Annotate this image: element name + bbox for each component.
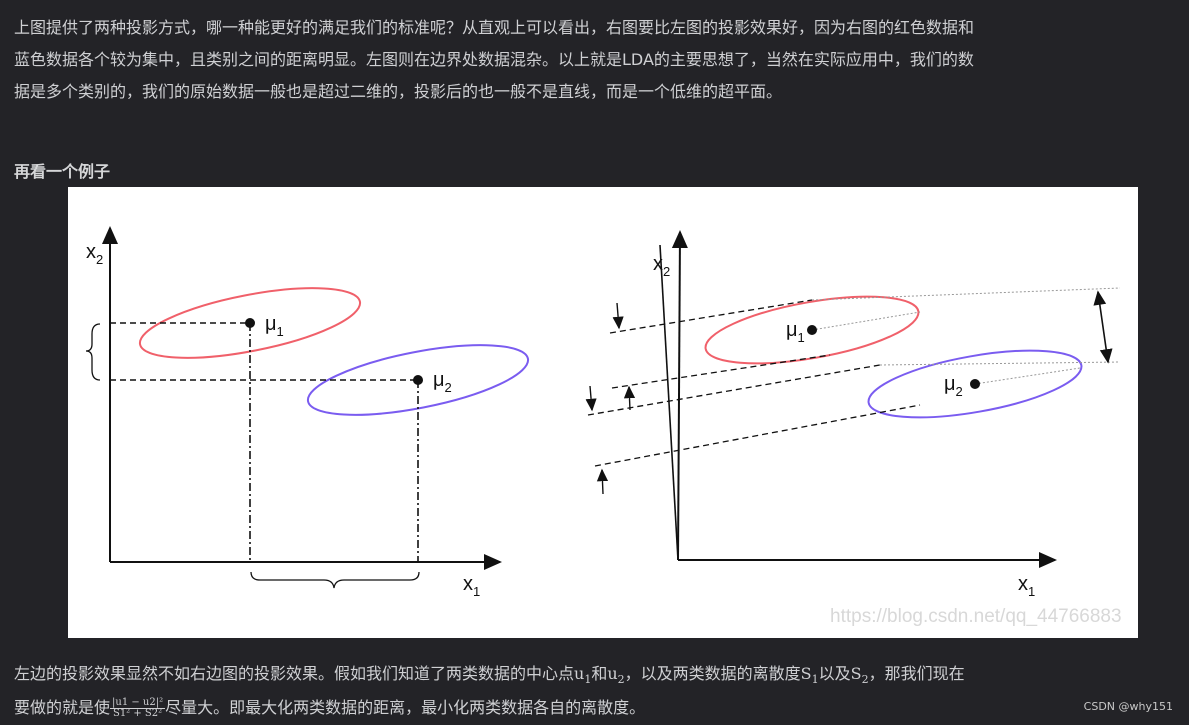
svg-text:x2: x2	[653, 253, 670, 279]
author-badge: CSDN @why151	[1083, 700, 1173, 713]
class2-ellipse	[867, 349, 1083, 419]
projection-line	[659, 244, 679, 561]
class2-ellipse	[306, 344, 530, 416]
mu1-point	[245, 318, 255, 328]
class1-ellipse	[138, 287, 362, 359]
paragraph-line: 左边的投影效果显然不如右边图的投影效果。假如我们知道了两类数据的中心点u1和u2…	[14, 664, 965, 687]
paragraph-line: 据是多个类别的，我们的原始数据一般也是超过二维的，投影后的也一般不是直线，而是一…	[14, 82, 783, 101]
distance-arrow	[1093, 290, 1113, 364]
watermark: https://blog.csdn.net/qq_44766883	[830, 606, 1122, 627]
svg-text:μ1: μ1	[265, 313, 284, 339]
paragraph-line: 上图提供了两种投影方式，哪一种能更好的满足我们的标准呢？从直观上可以看出，右图要…	[14, 18, 975, 37]
svg-text:x2: x2	[86, 241, 103, 267]
lda-projection-figure: x2 x1 μ1 μ2 x2 x1 μ1 μ2 https://blog.csd…	[68, 187, 1138, 638]
svg-text:x1: x1	[1018, 573, 1035, 599]
paragraph-line: 蓝色数据各个较为集中，且类别之间的距离明显。左图则在边界处数据混杂。以上就是LD…	[14, 50, 974, 69]
class1-ellipse	[704, 295, 920, 365]
mu1-point	[807, 325, 817, 335]
left-plot: x2 x1 μ1 μ2	[85, 226, 530, 599]
svg-text:x1: x1	[463, 573, 480, 599]
svg-text:μ2: μ2	[944, 373, 963, 399]
svg-text:μ1: μ1	[786, 319, 805, 345]
brace-left	[85, 323, 101, 381]
y-axis	[671, 230, 688, 561]
mu2-point	[970, 379, 980, 389]
mu2-point	[413, 375, 423, 385]
right-plot: x2 x1 μ1 μ2	[585, 230, 1121, 599]
brace-bottom	[250, 571, 420, 589]
figure-svg: x2 x1 μ1 μ2 x2 x1 μ1 μ2 https://blog.csd…	[85, 226, 1122, 627]
section-heading: 再看一个例子	[14, 162, 111, 181]
svg-text:μ2: μ2	[433, 369, 452, 395]
